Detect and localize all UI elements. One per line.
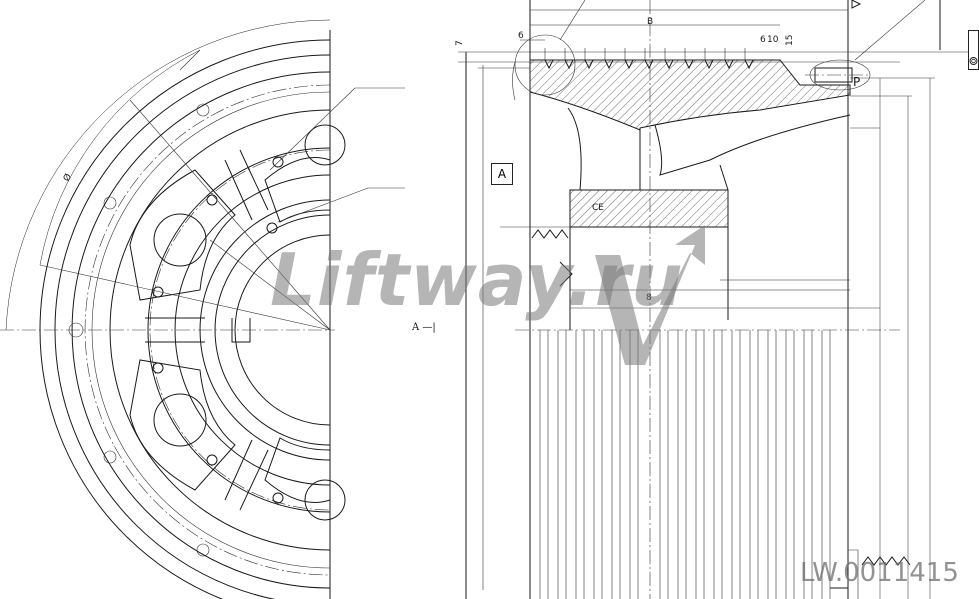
dim-top-small-b: 6: [760, 35, 766, 45]
datum-label: A: [491, 163, 513, 185]
section-arrow-icon: —|: [422, 322, 436, 333]
dim-top-small-a: 10: [767, 35, 779, 45]
front-view: Ø: [0, 19, 405, 599]
title-block-corner: [968, 30, 979, 70]
dim-surface: CE: [592, 203, 604, 213]
dim-left-vertical: 7: [455, 40, 465, 46]
pitch-label: P: [853, 75, 860, 89]
groove-teeth: [544, 48, 754, 70]
vertical-grooves: [539, 330, 831, 599]
section-view: [458, 0, 978, 599]
section-marker: A —|: [412, 322, 436, 333]
dim-top-overall: B: [647, 17, 653, 27]
dim-top-left: 6: [518, 31, 524, 41]
dim-mid-width: 8: [646, 293, 652, 303]
svg-text:Ø: Ø: [61, 172, 74, 184]
dim-top-small-c: 15: [785, 35, 795, 46]
section-label: A: [412, 322, 420, 333]
watermark-arrow-icon: [595, 225, 705, 365]
concentricity-icon: [969, 57, 978, 65]
